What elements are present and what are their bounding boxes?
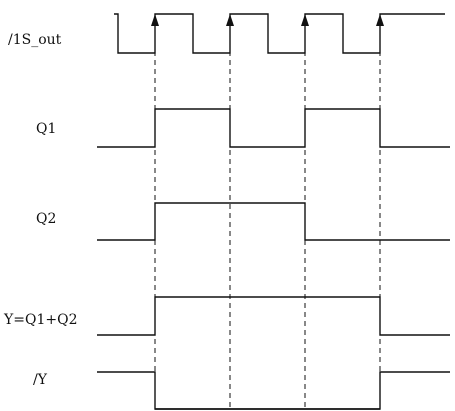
signal-label-q2: Q2 xyxy=(36,211,56,227)
signal-label-y: Y=Q1+Q2 xyxy=(3,312,77,328)
rising-edge-arrow-2 xyxy=(226,14,234,26)
wave-1s-out xyxy=(114,13,445,54)
signal-label-1s-out: /1S_out xyxy=(8,32,62,48)
waveforms xyxy=(97,13,450,410)
wave-not-y xyxy=(97,371,450,410)
signal-label-q1: Q1 xyxy=(36,121,56,137)
guide-lines xyxy=(154,24,381,409)
wave-q2 xyxy=(97,202,450,241)
rising-edge-arrow-1 xyxy=(151,14,159,26)
edge-arrows xyxy=(151,14,384,26)
signal-label-not-y: /Y xyxy=(33,372,48,388)
wave-y xyxy=(97,296,450,336)
signal-labels: /1S_out Q1 Q2 Y=Q1+Q2 /Y xyxy=(3,32,77,388)
rising-edge-arrow-3 xyxy=(301,14,309,26)
wave-q1 xyxy=(97,108,450,148)
rising-edge-arrow-4 xyxy=(376,14,384,26)
